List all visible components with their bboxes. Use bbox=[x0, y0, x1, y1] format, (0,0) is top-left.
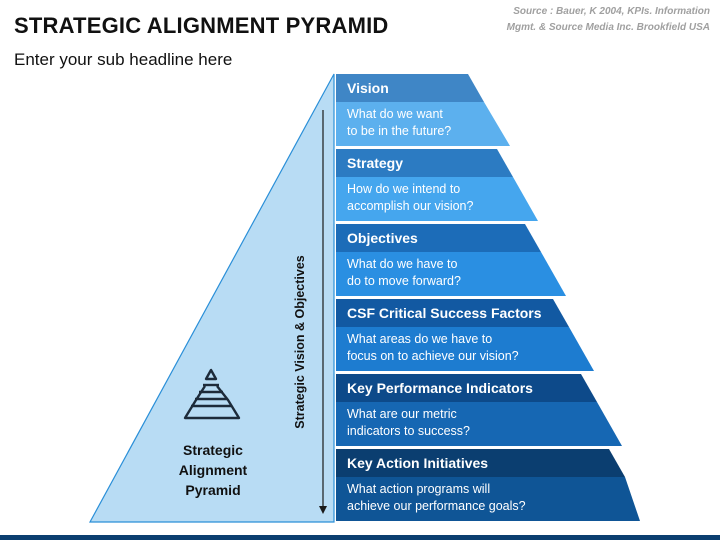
page-title: STRATEGIC ALIGNMENT PYRAMID bbox=[14, 13, 389, 38]
tier-vision-desc-line-1: What do we want bbox=[347, 107, 443, 121]
tier-5-desc bbox=[336, 402, 622, 446]
tier-csf-desc-line-1: What areas do we have to bbox=[347, 332, 493, 346]
tier-2-desc bbox=[336, 177, 538, 221]
page-subtitle: Enter your sub headline here bbox=[14, 50, 233, 69]
source-note: Source : Bauer, K 2004, KPIs. Informatio… bbox=[507, 4, 710, 36]
tier-1-desc bbox=[336, 102, 510, 146]
tier-objectives-title: Objectives bbox=[347, 230, 418, 246]
tier-6-head bbox=[336, 449, 625, 477]
tier-4-head bbox=[336, 299, 569, 327]
tier-strategy-title: Strategy bbox=[347, 155, 404, 171]
bottom-accent-bar bbox=[0, 535, 720, 540]
pyramid-caption-line-3: Pyramid bbox=[185, 482, 241, 498]
tier-kpi-desc: What are our metric indicators to succes… bbox=[347, 406, 470, 440]
pyramid-caption-line-2: Alignment bbox=[178, 462, 248, 478]
tier-objectives-desc-line-2: do to move forward? bbox=[347, 274, 461, 288]
tier-1-head bbox=[336, 74, 484, 102]
tier-3-desc bbox=[336, 252, 566, 296]
tier-5-head bbox=[336, 374, 597, 402]
source-line-2: Mgmt. & Source Media Inc. Brookfield USA bbox=[506, 22, 710, 33]
tier-strategy-desc-line-2: accomplish our vision? bbox=[347, 199, 474, 213]
tier-kai-desc-line-2: achieve our performance goals? bbox=[347, 499, 526, 513]
tier-2-head bbox=[336, 149, 513, 177]
tier-vision-title: Vision bbox=[347, 80, 389, 96]
vertical-axis-label: Strategic Vision & Objectives bbox=[293, 255, 307, 429]
direction-arrow-head bbox=[319, 506, 327, 514]
tier-kai-desc: What action programs will achieve our pe… bbox=[347, 481, 526, 515]
tier-vision-desc-line-2: to be in the future? bbox=[347, 124, 452, 138]
tier-vision-desc: What do we want to be in the future? bbox=[347, 106, 451, 140]
tier-4-desc bbox=[336, 327, 594, 371]
tier-strategy-desc-line-1: How do we intend to bbox=[347, 182, 461, 196]
pyramid-caption: Strategic Alignment Pyramid bbox=[178, 440, 248, 500]
tier-3-head bbox=[336, 224, 541, 252]
tier-kpi-title: Key Performance Indicators bbox=[347, 380, 533, 396]
tier-objectives-desc: What do we have to do to move forward? bbox=[347, 256, 461, 290]
tier-kpi-desc-line-2: indicators to success? bbox=[347, 424, 470, 438]
pyramid-tiers bbox=[336, 74, 640, 521]
pyramid-icon bbox=[183, 368, 241, 420]
tier-strategy-desc: How do we intend to accomplish our visio… bbox=[347, 181, 473, 215]
tier-kai-title: Key Action Initiatives bbox=[347, 455, 489, 471]
source-line-1: Source : Bauer, K 2004, KPIs. Informatio… bbox=[513, 6, 710, 17]
tier-kpi-desc-line-1: What are our metric bbox=[347, 407, 457, 421]
pyramid-caption-line-1: Strategic bbox=[183, 442, 243, 458]
tier-6-desc bbox=[336, 477, 640, 521]
tier-csf-desc: What areas do we have to focus on to ach… bbox=[347, 331, 519, 365]
tier-kai-desc-line-1: What action programs will bbox=[347, 482, 491, 496]
tier-csf-title: CSF Critical Success Factors bbox=[347, 305, 542, 321]
tier-csf-desc-line-2: focus on to achieve our vision? bbox=[347, 349, 519, 363]
tier-objectives-desc-line-1: What do we have to bbox=[347, 257, 458, 271]
pyramid-left-face bbox=[88, 73, 335, 523]
